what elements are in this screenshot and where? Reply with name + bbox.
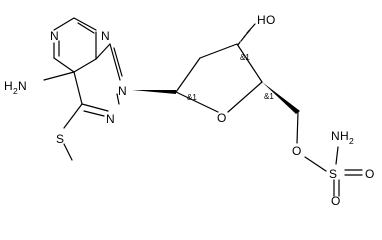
bond-s-ch3	[63, 143, 73, 161]
atom-label-o: O	[331, 194, 340, 207]
structure-diagram: N N H 2 N N N S H O O O S O O N H 2 &1 &…	[4, 13, 374, 207]
atom-label-h: H	[340, 129, 349, 143]
bond	[236, 43, 263, 83]
atom-label-s: S	[56, 132, 64, 146]
atom-label-o: O	[266, 13, 275, 27]
pyrimidine-ring	[53, 17, 111, 73]
atom-label-n: H	[4, 79, 13, 93]
bond	[73, 71, 83, 105]
stereo-label: &1	[264, 92, 274, 101]
atom-label-n: N	[118, 84, 127, 98]
bond	[109, 43, 121, 81]
atom-label-o: O	[365, 167, 374, 181]
stereo-label: &1	[240, 53, 250, 62]
atom-label-subscript: 2	[13, 86, 18, 96]
bond	[113, 47, 123, 77]
bond	[73, 17, 97, 31]
bond-s-nh2	[335, 146, 339, 165]
bond-amine-left	[43, 71, 75, 81]
bond-o-s	[304, 156, 327, 172]
bond	[83, 110, 105, 117]
bond	[95, 43, 111, 60]
atom-label-n: N	[106, 112, 115, 126]
bond-to-s	[63, 103, 83, 129]
atom-label-o: O	[217, 111, 226, 125]
atom-label-n: N	[101, 29, 110, 43]
bond	[175, 57, 201, 93]
hashed-bond-oh	[237, 23, 256, 46]
wedge-bond	[132, 90, 176, 94]
atom-label-n: N	[50, 29, 59, 43]
atom-label-n: N	[18, 79, 27, 93]
sugar-ring	[175, 43, 263, 113]
bond	[227, 81, 263, 113]
bond	[116, 93, 120, 105]
bond	[199, 43, 238, 59]
bond	[81, 103, 109, 112]
bond	[53, 57, 75, 73]
bond-ch2-o	[296, 111, 299, 144]
atom-label-s: S	[329, 167, 337, 181]
wedge-bond-ch2	[262, 82, 300, 114]
stereo-label: &1	[187, 93, 197, 102]
bond	[73, 58, 97, 73]
atom-label-o: H	[257, 13, 266, 27]
atom-label-n: N	[331, 129, 340, 143]
bond	[175, 91, 219, 113]
atom-label-subscript: 2	[349, 136, 354, 146]
bond	[53, 17, 75, 31]
atom-label-o: O	[292, 144, 301, 158]
pyrazole-ring	[73, 31, 123, 117]
bond	[77, 22, 95, 34]
